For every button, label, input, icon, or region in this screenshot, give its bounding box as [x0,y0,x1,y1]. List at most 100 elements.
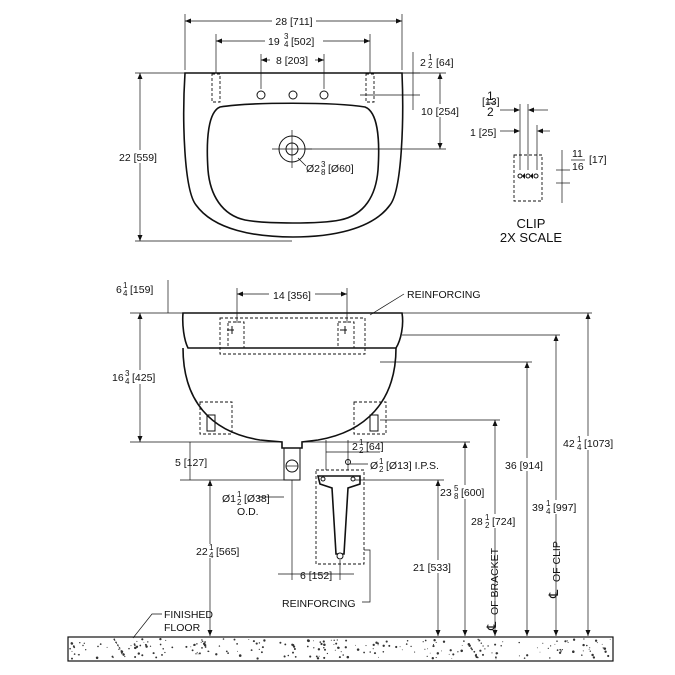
floor-speck [222,638,225,640]
floor-speck [539,651,541,653]
floor-speck [196,651,198,653]
lavatory-bowl [182,347,397,449]
floor-speck [106,646,108,648]
floor-speck [69,647,71,650]
floor-speck [248,639,250,641]
floor-speck [292,651,294,654]
floor-speck [218,645,221,647]
floor-speck [523,657,526,659]
floor-speck [152,652,155,655]
floor-speck [292,645,296,648]
svg-text:1: 1 [428,53,433,62]
svg-text:[502]: [502] [291,36,314,48]
floor-speck [547,647,549,650]
floor-speck [141,654,144,657]
floor-speck [261,646,264,649]
floor-speck [122,653,125,656]
floor-speck [256,657,259,660]
floor-speck [401,649,403,651]
floor-speck [82,644,84,647]
svg-text:8: 8 [454,492,459,501]
floor-speck [121,653,123,655]
svg-text:[600]: [600] [461,487,484,499]
svg-text:O.D.: O.D. [237,506,259,518]
svg-text:1: 1 [123,281,128,290]
floor-speck [333,644,335,646]
floor-speck [518,655,520,657]
floor-speck [316,657,320,660]
floor-speck [372,643,375,647]
floor-speck [345,639,348,642]
svg-text:[724]: [724] [492,516,515,528]
floor-speck [112,656,114,659]
floor-speck [481,653,485,656]
svg-text:16: 16 [572,161,584,173]
faucet-spread-wide-label: 19 [268,36,280,48]
svg-text:3: 3 [125,369,130,378]
svg-text:4: 4 [209,551,214,560]
floor-speck [426,655,428,658]
floor-speck [395,645,398,649]
floor-speck [147,641,149,643]
svg-text:2: 2 [237,498,242,507]
svg-text:[64]: [64] [366,441,384,453]
floor-speck [97,645,99,648]
floor-speck [293,647,296,651]
svg-text:1: 1 [577,435,582,444]
floor-speck [586,644,588,647]
floor-speck [85,649,87,651]
floor-speck [255,642,258,645]
floor-speck [171,646,174,649]
svg-text:3: 3 [284,32,289,41]
drain-diameter-label: Ø2 [306,163,320,175]
floor-speck [424,648,426,650]
svg-text:1: 1 [237,490,242,499]
floor-speck [356,648,360,651]
floor-speck [78,653,80,656]
floor-speck [191,649,194,652]
floor-speck [473,650,476,653]
height-28-label: 28 [471,516,483,528]
floor-speck [591,653,594,657]
floor-speck [432,644,435,646]
floor-speck [164,651,166,654]
floor-speck [225,650,228,653]
floor-speck [461,644,463,646]
floor-speck [344,646,347,649]
floor-speck [385,640,388,643]
floor-speck [583,638,585,640]
floor-speck [494,643,497,646]
floor-speck [410,645,412,648]
floor-speck [468,644,471,648]
floor-speck [448,653,450,655]
floor-speck [323,647,325,649]
floor-speck [449,649,452,652]
svg-text:[Ø38]: [Ø38] [244,493,270,505]
floor-speck [582,643,585,647]
floor-speck [145,645,148,648]
floor-speck [117,644,119,646]
floor-speck [518,641,520,644]
floor-speck [193,644,195,646]
reinforcing-bottom-label: REINFORCING [282,598,356,610]
floor-speck [561,648,563,651]
floor-speck [233,638,236,641]
floor-speck [441,650,442,652]
floor-speck [594,639,598,642]
floor-speck [124,655,126,658]
svg-text:2: 2 [428,61,433,70]
floor-speck [609,638,611,640]
floor-speck [315,655,318,658]
floor-speck [318,655,320,657]
floor-speck [196,643,198,645]
floor-speck [338,647,340,649]
svg-text:[565]: [565] [216,546,239,558]
floor-speck [451,658,453,659]
floor-speck [502,641,504,643]
floor-speck [294,655,297,658]
floor-speck [382,651,385,653]
floor-speck [215,653,218,656]
floor-speck [134,644,136,646]
floor-speck [323,648,327,651]
floor-speck [83,642,85,644]
